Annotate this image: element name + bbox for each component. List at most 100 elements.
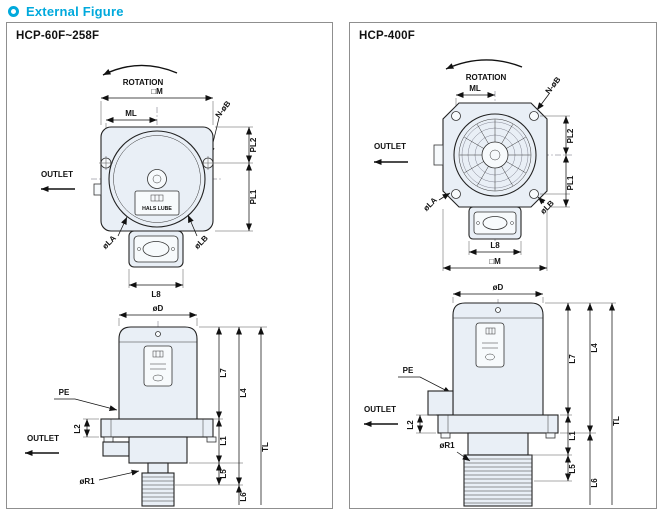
outlet-label: OUTLET (364, 405, 396, 414)
panel-title: HCP-400F (359, 30, 415, 42)
outlet-label: OUTLET (374, 142, 406, 151)
brand-plate: HALS LUBE (134, 190, 180, 216)
dim-label-ml: ML (469, 84, 481, 93)
panel-hcp-400f: HCP-400F ROTATION ML (349, 22, 657, 509)
pe-callout: PE (398, 366, 452, 394)
dim-nb: N-øB (536, 75, 563, 111)
pe-callout: PE (54, 388, 118, 412)
fin-stack (463, 454, 533, 507)
side-view: øD PE (25, 304, 270, 507)
dim-label-l8: L8 (490, 241, 500, 250)
panel-hcp-60f-258f: HCP-60F~258F ROTATION □M (6, 22, 333, 509)
motor-inner-ring (113, 135, 201, 223)
dim-label-pl1: PL1 (249, 189, 258, 204)
dim-label-l5: L5 (219, 469, 228, 479)
lift-eye (155, 331, 161, 337)
page-title: External Figure (26, 4, 124, 19)
rotation-label: ROTATION (123, 78, 164, 87)
mounting-flange (100, 418, 217, 443)
dim-label-l2: L2 (406, 420, 415, 430)
outlet-pipe (102, 441, 130, 457)
dim-label-r1: øR1 (79, 477, 95, 486)
dim-label-l2: L2 (73, 424, 82, 434)
dim-pl2-pl1: PL2 PL1 (215, 126, 258, 232)
dim-label-la: øLA (422, 195, 440, 213)
pump-column (463, 432, 533, 507)
outlet-callout: OUTLET (41, 170, 102, 196)
dim-label-tl: TL (261, 442, 270, 452)
dim-label-r1: øR1 (439, 441, 455, 450)
terminal-box (128, 230, 184, 268)
dim-label-pl1: PL1 (566, 175, 575, 190)
pump-column (128, 436, 188, 507)
rotation-arrow-icon (102, 64, 178, 76)
brand-text: HALS LUBE (142, 206, 172, 212)
dim-m: □M (100, 87, 214, 125)
pe-label: PE (59, 388, 70, 397)
dim-label-l6: L6 (239, 492, 248, 502)
dim-label-l6: L6 (590, 478, 599, 488)
outlet-label: OUTLET (27, 434, 59, 443)
dim-label-pl2: PL2 (566, 128, 575, 143)
dim-label-od: øD (493, 283, 504, 292)
dim-pl2-pl1: PL2 PL1 (540, 115, 575, 208)
top-view: ROTATION □M ML N-øB (41, 64, 258, 299)
rotation-label: ROTATION (466, 73, 507, 82)
outlet-callout-side: OUTLET (364, 405, 398, 427)
fan-grille (453, 113, 537, 197)
dim-label-l1: L1 (219, 436, 228, 446)
nameplate-logo-icon (152, 350, 164, 358)
hcp-60f-drawing: ROTATION □M ML N-øB (25, 64, 270, 507)
dim-r1: øR1 (439, 441, 471, 462)
outlet-pipe (427, 390, 454, 416)
dim-label-la: øLA (101, 233, 119, 251)
hcp-400f-drawing: ROTATION ML N-øB (364, 59, 621, 507)
dim-label-lb: øLB (539, 198, 557, 216)
dim-label-m: □M (151, 87, 163, 96)
dim-label-l4: L4 (239, 388, 248, 398)
panel-title: HCP-60F~258F (16, 30, 100, 42)
dim-label-ml: ML (125, 109, 137, 118)
shaft-hub (147, 169, 167, 189)
dim-label-l7: L7 (568, 354, 577, 364)
rotation-arrow-icon (445, 59, 523, 70)
dim-l2: L2 (73, 418, 99, 438)
dim-r1: øR1 (79, 469, 140, 486)
outlet-port (433, 144, 444, 166)
right-dimensions: L7 L1 L5 L4 L6 TL (530, 302, 621, 505)
bolt-holes (99, 156, 215, 170)
dim-label-l7: L7 (219, 368, 228, 378)
nameplate (475, 322, 505, 368)
dim-l8: L8 (128, 269, 184, 299)
dim-label-nb: N-øB (544, 75, 563, 96)
nameplate (143, 345, 173, 387)
bullet-icon (8, 6, 19, 17)
dim-od: øD (452, 283, 544, 303)
brand-logo-icon (150, 194, 164, 202)
lift-eye (495, 307, 501, 313)
dim-label-nb: N-øB (214, 99, 233, 120)
outlet-callout: OUTLET (374, 142, 444, 166)
shaft-center (152, 174, 162, 184)
nameplate-logo-icon (485, 327, 496, 335)
outlet-label: OUTLET (41, 170, 73, 179)
dim-l2: L2 (406, 414, 436, 434)
pe-label: PE (403, 366, 414, 375)
terminal-box (468, 206, 522, 240)
dim-label-lb: øLB (193, 233, 211, 251)
dim-label-l4: L4 (590, 343, 599, 353)
dim-m: □M (442, 209, 548, 271)
outlet-port (93, 183, 102, 196)
dim-label-pl2: PL2 (249, 137, 258, 152)
dim-label-m: □M (489, 257, 501, 266)
dim-l8: L8 (468, 241, 522, 255)
dim-od: øD (118, 304, 198, 326)
fan-spokes (459, 119, 531, 191)
bolt-holes (451, 111, 539, 199)
top-view: ROTATION ML N-øB (374, 59, 575, 271)
side-view: øD PE (364, 283, 621, 507)
dim-label-l1: L1 (568, 431, 577, 441)
dim-label-tl: TL (612, 416, 621, 426)
dim-label-l8: L8 (151, 290, 161, 299)
dim-label-od: øD (153, 304, 164, 313)
